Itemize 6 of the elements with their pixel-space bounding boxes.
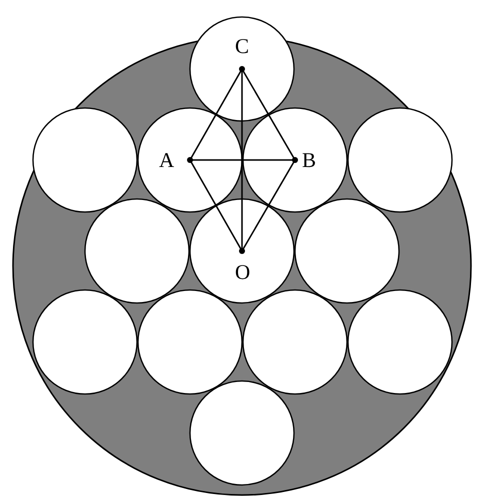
line-segment	[189, 160, 243, 252]
line-segment	[241, 69, 243, 251]
line-segment	[241, 68, 296, 160]
line-segment	[241, 160, 296, 252]
line-segment	[189, 68, 243, 160]
line-segment	[190, 159, 295, 161]
